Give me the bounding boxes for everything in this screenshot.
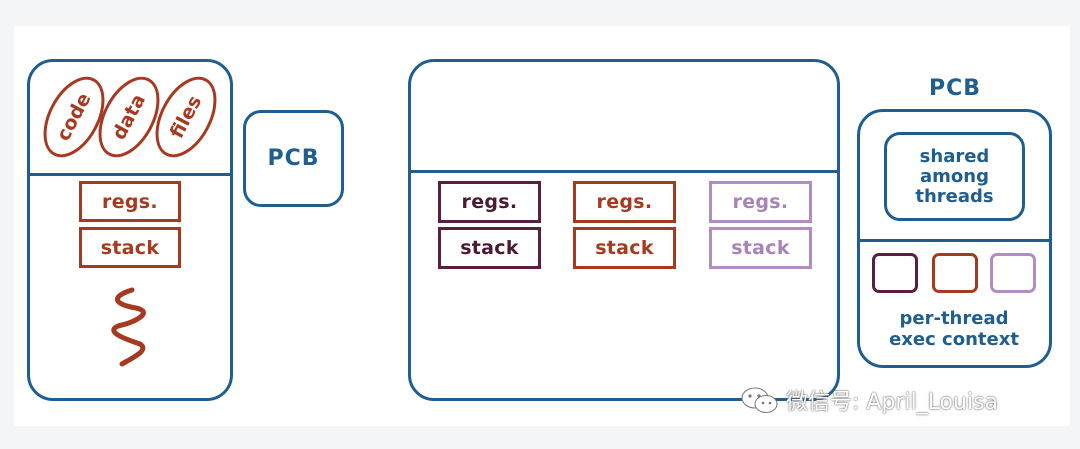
stack-box: stack (79, 227, 181, 268)
thread-context-rust (932, 253, 978, 293)
files-oval: files (155, 76, 217, 158)
watermark-text: 微信号: April_Louisa (786, 390, 999, 415)
pcb-panel-title: PCB (929, 76, 982, 101)
multi-thread-process (408, 59, 840, 401)
data-oval: data (98, 76, 160, 158)
thread-squiggle (111, 287, 146, 367)
shared-among-threads-box: shared among threads (884, 132, 1025, 221)
per-thread-context-label: per-thread exec context (868, 308, 1040, 350)
shared-line-3: threads (915, 185, 994, 207)
regs-box: regs. (79, 181, 181, 222)
thread-context-lilac (990, 253, 1036, 293)
process-divider (30, 173, 230, 176)
shared-line-2: among (920, 165, 989, 187)
regs-box-thread-1: regs. (438, 181, 541, 223)
wechat-icon (741, 387, 778, 413)
pcb-panel (857, 109, 1052, 368)
regs-box-thread-2: regs. (573, 181, 676, 223)
context-line-1: per-thread (899, 308, 1009, 329)
pcb-box: PCB (243, 110, 344, 207)
context-line-2: exec context (889, 329, 1019, 350)
regs-box-thread-3: regs. (709, 181, 812, 223)
watermark: 微信号: April_Louisa (740, 384, 998, 416)
shared-line-1: shared (919, 145, 990, 167)
stack-box-thread-1: stack (438, 227, 541, 269)
stack-box-thread-3: stack (709, 227, 812, 269)
pcb-divider (860, 239, 1049, 242)
process-divider (411, 170, 837, 173)
stack-box-thread-2: stack (573, 227, 676, 269)
code-oval: code (43, 76, 105, 158)
thread-context-plum (872, 253, 918, 293)
